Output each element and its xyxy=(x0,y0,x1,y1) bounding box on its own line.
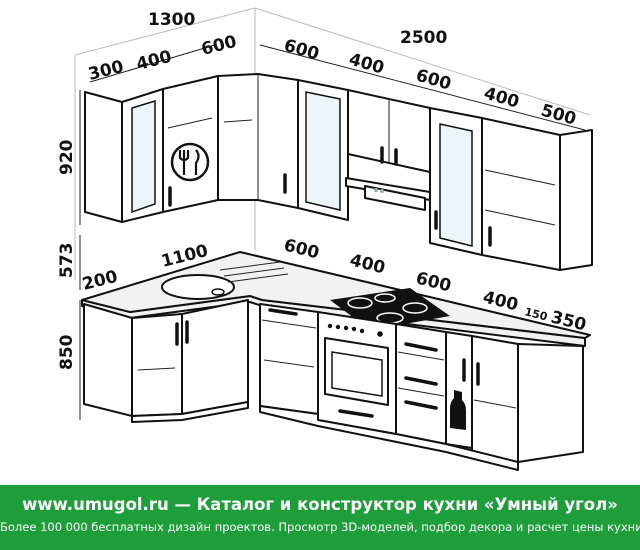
handle xyxy=(268,308,298,316)
dimension-lines xyxy=(79,44,586,420)
glass-panel xyxy=(131,99,156,214)
dim-height-gap: 573 xyxy=(57,243,77,279)
banner-title[interactable]: www.umugol.ru — Каталог и конструктор ку… xyxy=(22,495,618,514)
dim-upper-left-1: 300 xyxy=(86,57,125,85)
dim-upper-right-2: 400 xyxy=(347,50,387,79)
dim-upper-right-1: 600 xyxy=(282,36,322,65)
dim-upper-right-4: 400 xyxy=(482,84,522,113)
range-hood-panel xyxy=(364,185,426,211)
dim-lower-right-5: 150 xyxy=(523,305,549,323)
dim-lower-right-3: 600 xyxy=(414,268,453,296)
lower-end-cabinet xyxy=(471,335,519,463)
oven-window xyxy=(331,351,383,397)
lower-end-side xyxy=(517,343,584,463)
dim-lower-right-2: 400 xyxy=(348,250,387,278)
lower-corner-door xyxy=(131,313,183,417)
wall-lines xyxy=(74,7,591,280)
kitchen-diagram: 1300 2500 300 400 600 600 400 600 400 50… xyxy=(57,7,593,471)
dim-total-left: 1300 xyxy=(148,10,195,30)
dim-upper-right-5: 500 xyxy=(539,101,579,130)
burner xyxy=(374,293,396,303)
lower-side-panel xyxy=(83,303,133,417)
lower-sink-cabinet xyxy=(181,299,249,415)
handle xyxy=(404,342,438,352)
dim-height-lower: 850 xyxy=(57,334,77,370)
upper-side-panel xyxy=(84,91,123,223)
drawer-cabinet xyxy=(395,323,447,445)
handle xyxy=(404,376,438,386)
upper-cabinets-left xyxy=(84,73,299,223)
dim-upper-left-2: 400 xyxy=(134,47,173,75)
plinth xyxy=(259,405,519,471)
lower-cabinets-left xyxy=(83,299,249,423)
upper-end-cabinet xyxy=(481,117,561,271)
fork-spoon-icon xyxy=(170,142,210,182)
dim-height-upper: 920 xyxy=(57,139,77,175)
upper-cabinets-right xyxy=(297,79,593,271)
plinth xyxy=(131,401,249,423)
dim-total-right: 2500 xyxy=(400,28,447,48)
upper-end-side xyxy=(559,129,593,271)
burner xyxy=(347,297,373,309)
oven-drawer-handle xyxy=(338,409,374,418)
glass-panel xyxy=(439,123,473,247)
burner xyxy=(402,302,428,314)
glass-panel xyxy=(305,91,341,211)
lower-cabinets-right xyxy=(259,303,584,471)
footer-banner[interactable]: www.umugol.ru — Каталог и конструктор ку… xyxy=(0,485,640,550)
sink xyxy=(161,274,235,300)
dim-upper-left-3: 600 xyxy=(199,32,238,60)
bottle-icon xyxy=(450,390,466,430)
banner-subtitle: Более 100 000 бесплатных дизайн проектов… xyxy=(0,520,640,534)
dim-lower-right-1: 600 xyxy=(282,235,321,263)
handle xyxy=(404,400,438,410)
bottle-rack xyxy=(445,331,473,449)
